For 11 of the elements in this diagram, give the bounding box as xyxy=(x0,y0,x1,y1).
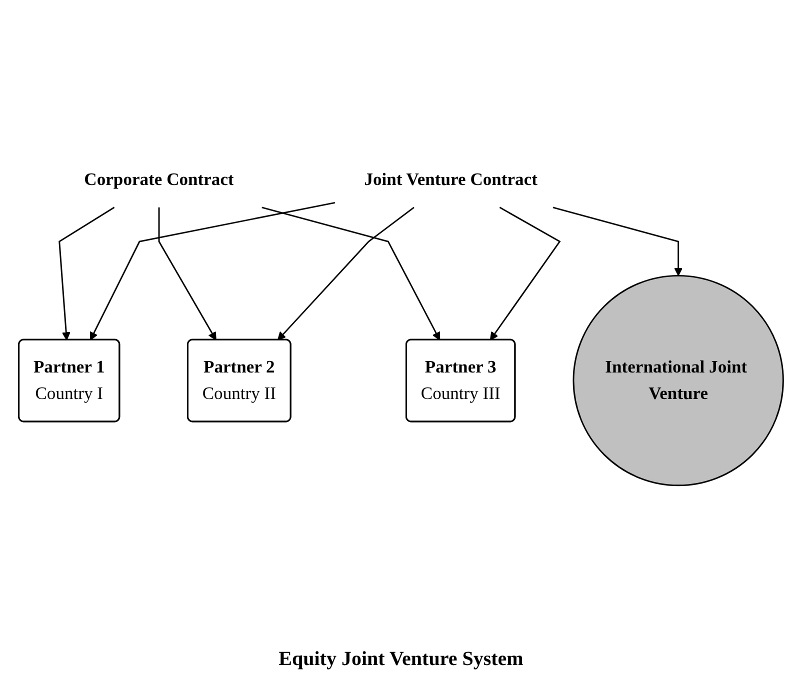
arrow xyxy=(262,207,440,341)
arrow xyxy=(58,207,115,341)
node-text: Joint Venture Contract xyxy=(364,170,538,190)
node-circle: International Joint Venture xyxy=(572,275,784,487)
arrow xyxy=(277,207,414,341)
node-text: Corporate Contract xyxy=(84,170,234,190)
arrow xyxy=(158,208,216,341)
arrow xyxy=(552,207,683,276)
arrow xyxy=(90,202,336,341)
arrow xyxy=(490,207,561,341)
caption: Equity Joint Venture System xyxy=(278,648,524,671)
